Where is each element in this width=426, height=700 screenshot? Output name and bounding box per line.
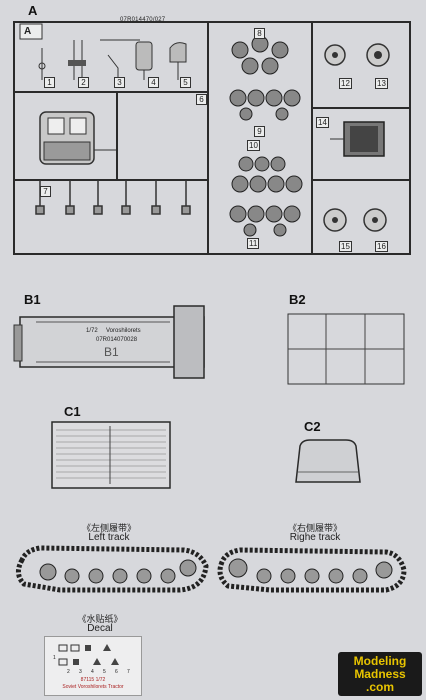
- part-number-6: 6: [196, 94, 207, 105]
- part-number-16: 16: [375, 241, 388, 252]
- part-14-radiator: [330, 121, 385, 157]
- part-number-8: 8: [254, 28, 265, 39]
- road-wheel-set-9: [229, 89, 301, 121]
- decal-num-5: 5: [103, 669, 106, 675]
- left-track-cn: 《左侧履带》: [81, 523, 136, 533]
- watermark-line-1: Modeling: [353, 654, 407, 668]
- road-wheel-set-10: [231, 156, 303, 193]
- b1-scale: 1/72: [86, 328, 98, 334]
- c1-label: C1: [64, 404, 81, 419]
- decal-cn: 《水贴纸》: [77, 614, 123, 624]
- idler-15: [323, 208, 347, 232]
- decal-num-6: 6: [115, 669, 118, 675]
- part-number-4: 4: [148, 77, 159, 88]
- watermark-line-2: Madness: [354, 667, 406, 681]
- sprocket-12: [324, 44, 346, 66]
- part-1-pin: [38, 48, 46, 80]
- part-number-10: 10: [247, 140, 260, 151]
- right-track-part: [217, 547, 407, 593]
- part-7-row: [35, 180, 191, 215]
- decal-caption-2: Soviet Voroshilorets Tractor: [62, 684, 124, 690]
- b1-label: B1: [24, 292, 41, 307]
- sprocket-13: [366, 43, 390, 67]
- b1-mark: B1: [104, 345, 119, 359]
- b1-chassis-part: [13, 305, 205, 379]
- part-number-13: 13: [375, 78, 388, 89]
- part-number-3: 3: [114, 77, 125, 88]
- part-number-9: 9: [254, 126, 265, 137]
- part-number-14: 14: [316, 117, 329, 128]
- part-number-11: 11: [247, 238, 260, 249]
- part-6-cab: [39, 111, 116, 165]
- part-number-2: 2: [78, 77, 89, 88]
- part-number-7: 7: [40, 186, 51, 197]
- left-track-label: Left track: [88, 532, 130, 543]
- decal-num-7: 7: [127, 669, 130, 675]
- part-3-hook: [100, 39, 140, 80]
- left-track-part: [16, 545, 209, 593]
- idler-16: [363, 208, 387, 232]
- part-number-12: 12: [339, 78, 352, 89]
- modelingmadness-watermark: Modeling Madness .com: [338, 652, 422, 696]
- b1-name: Voroshilorets: [106, 328, 141, 334]
- sprue-a-code: 07R014470/027: [120, 17, 166, 23]
- sprue-a-frame: [13, 21, 411, 255]
- b2-label: B2: [289, 292, 306, 307]
- road-wheel-set-11: [229, 205, 301, 237]
- decal-num-3: 3: [79, 669, 82, 675]
- decal-sheet: 1 2 3 4 5 6 7 87115 1/72 Soviet Voroshil…: [44, 636, 142, 696]
- c1-deck-part: [51, 421, 171, 489]
- decal-num-4: 4: [91, 669, 94, 675]
- part-5-elbow: [169, 42, 187, 80]
- c2-label: C2: [304, 419, 321, 434]
- part-4-tank: [135, 41, 153, 80]
- part-2-lever: [68, 40, 86, 80]
- right-track-cn: 《右侧履带》: [287, 523, 342, 533]
- decal-num-2: 2: [67, 669, 70, 675]
- decal-caption-1: 87115 1/72: [80, 677, 106, 683]
- b2-panel-part: [287, 313, 405, 385]
- road-wheel-set-8: [231, 35, 289, 75]
- part-number-5: 5: [180, 77, 191, 88]
- b1-code: 07R014070028: [96, 337, 138, 343]
- decal-label: Decal: [87, 623, 113, 634]
- part-number-1: 1: [44, 77, 55, 88]
- decal-num-1: 1: [53, 655, 56, 661]
- sprue-a-tag: A: [24, 26, 32, 37]
- sprue-a-label: A: [28, 3, 38, 18]
- part-number-15: 15: [339, 241, 352, 252]
- watermark-line-3: .com: [365, 680, 394, 694]
- right-track-label: Righe track: [289, 532, 341, 543]
- c2-canopy-part: [295, 439, 361, 483]
